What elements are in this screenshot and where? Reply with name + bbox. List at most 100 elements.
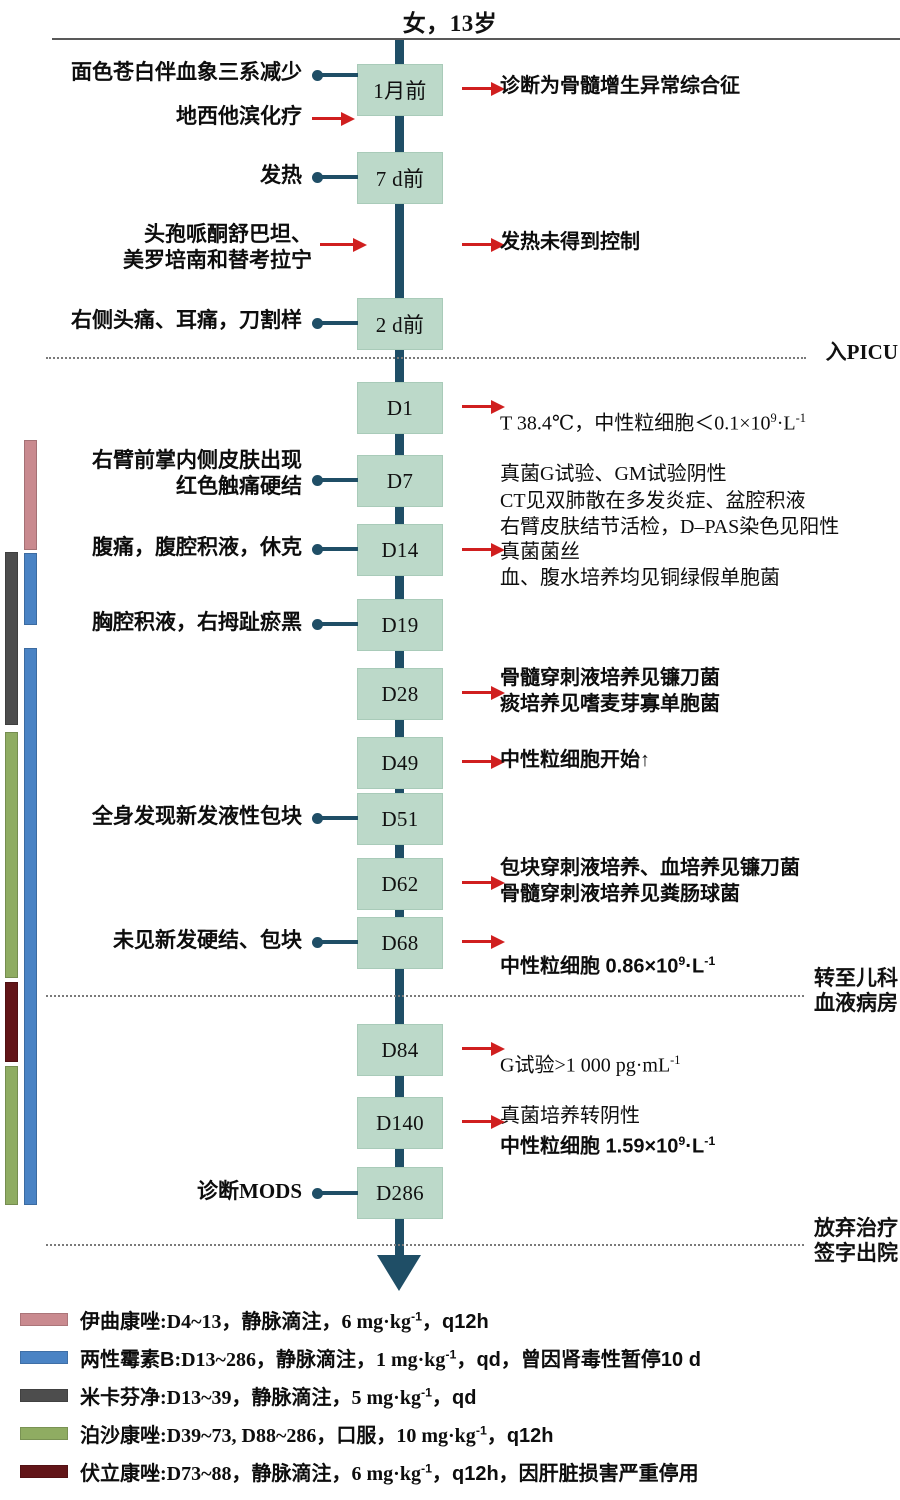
left-event-label-3: 头孢哌酮舒巴坦、 美罗培南和替考拉宁 [123,223,312,273]
timeline-arrow-head [377,1255,421,1291]
timeline-node-6[interactable]: D19 [357,599,443,651]
right-red-arrow-8 [462,1042,505,1056]
legend-swatch-posaconazole [20,1426,68,1440]
right-annotation-8-line1: G试验>1 000 pg·mL-1 [500,1052,681,1077]
divider-label-picu: 入PICU [825,340,898,364]
left-event-label-1: 地西他滨化疗 [176,105,302,128]
right-red-arrow-6 [462,876,505,890]
right-annotation-4: 骨髓穿刺液培养见镰刀菌 痰培养见嗜麦芽寡单胞菌 [500,667,720,715]
top-horizontal-rule [52,38,900,40]
connector-dot-7 [312,619,323,630]
timeline-node-5[interactable]: D14 [357,524,443,576]
right-annotation-1: 发热未得到控制 [500,231,640,253]
legend-text-amphotericin-b: 两性霉素B:D13~286，静脉滴注，1 mg·kg-1，qd，曾因肾毒性暂停1… [80,1346,701,1371]
connector-line-0 [320,73,358,77]
right-red-arrow-3 [462,543,505,557]
right-red-arrow-4 [462,686,505,700]
connector-line-8 [320,816,358,820]
right-annotation-8-line2: 真菌培养转阴性 [500,1105,640,1128]
right-red-arrow-2 [462,400,505,414]
connector-dot-0 [312,70,323,81]
legend-row-micafungin: 米卡芬净:D13~39，静脉滴注，5 mg·kg-1，qd [20,1376,890,1414]
right-annotation-9: 中性粒细胞 1.59×109·L-1 [500,1133,716,1158]
left-event-label-9: 未见新发硬结、包块 [113,929,302,952]
right-annotation-8: G试验>1 000 pg·mL-1 真菌培养转阴性 [500,1027,900,1156]
timeline-node-8[interactable]: D49 [357,737,443,789]
timeline-node-1[interactable]: 7 d前 [357,152,443,204]
left-event-label-8: 全身发现新发液性包块 [92,805,302,828]
legend-text-itraconazole: 伊曲康唑:D4~13，静脉滴注，6 mg·kg-1，q12h [80,1308,489,1333]
legend-swatch-amphotericin-b [20,1350,68,1364]
legend-swatch-micafungin [20,1388,68,1402]
connector-dot-4 [312,318,323,329]
divider-line-picu [46,357,806,359]
left-event-label-2: 发热 [260,164,302,187]
right-annotation-2-line2: 真菌G试验、GM试验阴性 [500,463,727,486]
connector-dot-8 [312,813,323,824]
connector-line-4 [320,321,358,325]
med-bar-voriconazole [5,982,18,1062]
left-event-label-6: 腹痛，腹腔积液，休克 [92,536,302,559]
legend-text-posaconazole: 泊沙康唑:D39~73, D88~286，口服，10 mg·kg-1，q12h [80,1422,554,1447]
connector-line-7 [320,622,358,626]
legend-text-voriconazole: 伏立康唑:D73~88，静脉滴注，6 mg·kg-1，q12h，因肝脏损害严重停… [80,1460,699,1485]
connector-dot-9 [312,937,323,948]
timeline-node-4[interactable]: D7 [357,455,443,507]
connector-line-9 [320,940,358,944]
legend-text-micafungin: 米卡芬净:D13~39，静脉滴注，5 mg·kg-1，qd [80,1384,477,1409]
right-red-arrow-0 [462,82,505,96]
med-bar-itraconazole [24,440,37,550]
right-red-arrow-5 [462,755,505,769]
right-red-arrow-9 [462,1115,505,1129]
timeline-node-13[interactable]: D140 [357,1097,443,1149]
connector-dot-10 [312,1188,323,1199]
right-red-arrow-7 [462,935,505,949]
legend-swatch-voriconazole [20,1464,68,1478]
connector-line-2 [320,175,358,179]
connector-dot-5 [312,475,323,486]
divider-line-discharge [46,1244,804,1246]
med-bar-amphotericin-b-seg1 [24,553,37,625]
med-bar-micafungin [5,552,18,725]
med-bar-amphotericin-b-seg2 [24,648,37,1205]
timeline-node-12[interactable]: D84 [357,1024,443,1076]
legend-swatch-itraconazole [20,1312,68,1326]
med-bar-posaconazole-seg1 [5,732,18,978]
right-annotation-2-line1: T 38.4℃，中性粒细胞＜0.1×109·L-1 [500,410,806,435]
connector-line-10 [320,1191,358,1195]
connector-line-6 [320,547,358,551]
timeline-node-3[interactable]: D1 [357,382,443,434]
left-event-label-7: 胸腔积液，右拇趾瘀黑 [92,611,302,634]
left-event-label-0: 面色苍白伴血象三系减少 [71,61,302,84]
right-annotation-3: CT见双肺散在多发炎症、盆腔积液 右臂皮肤结节活检，D–PAS染色见阳性 真菌菌… [500,490,840,589]
right-annotation-0: 诊断为骨髓增生异常综合征 [500,75,740,97]
page-title: 女，13岁 [402,11,498,36]
divider-line-hematology [46,995,804,997]
timeline-node-10[interactable]: D62 [357,858,443,910]
right-annotation-2: T 38.4℃，中性粒细胞＜0.1×109·L-1 真菌G试验、GM试验阴性 [500,385,900,514]
timeline-node-14[interactable]: D286 [357,1167,443,1219]
left-red-arrow-3 [320,238,367,252]
divider-label-hematology: 转至儿科 血液病房 [814,967,898,1016]
legend-row-posaconazole: 泊沙康唑:D39~73, D88~286，口服，10 mg·kg-1，q12h [20,1414,890,1452]
right-annotation-6: 包块穿刺液培养、血培养见镰刀菌 骨髓穿刺液培养见粪肠球菌 [500,857,800,905]
legend: 伊曲康唑:D4~13，静脉滴注，6 mg·kg-1，q12h 两性霉素B:D13… [20,1300,890,1490]
right-annotation-5: 中性粒细胞开始↑ [500,749,650,771]
timeline-node-9[interactable]: D51 [357,793,443,845]
timeline-node-0[interactable]: 1月前 [357,64,443,116]
timeline-node-11[interactable]: D68 [357,917,443,969]
right-red-arrow-1 [462,238,505,252]
connector-dot-6 [312,544,323,555]
left-red-arrow-1 [312,112,355,126]
right-annotation-7: 中性粒细胞 0.86×109·L-1 [500,953,716,978]
timeline-node-7[interactable]: D28 [357,668,443,720]
timeline-spine [395,40,404,1270]
divider-label-discharge: 放弃治疗 签字出院 [814,1217,898,1266]
legend-row-voriconazole: 伏立康唑:D73~88，静脉滴注，6 mg·kg-1，q12h，因肝脏损害严重停… [20,1452,890,1490]
timeline-node-2[interactable]: 2 d前 [357,298,443,350]
legend-row-amphotericin-b: 两性霉素B:D13~286，静脉滴注，1 mg·kg-1，qd，曾因肾毒性暂停1… [20,1338,890,1376]
legend-row-itraconazole: 伊曲康唑:D4~13，静脉滴注，6 mg·kg-1，q12h [20,1300,890,1338]
med-bar-posaconazole-seg2 [5,1066,18,1205]
left-event-label-5: 右臂前掌内侧皮肤出现 红色触痛硬结 [92,449,302,499]
